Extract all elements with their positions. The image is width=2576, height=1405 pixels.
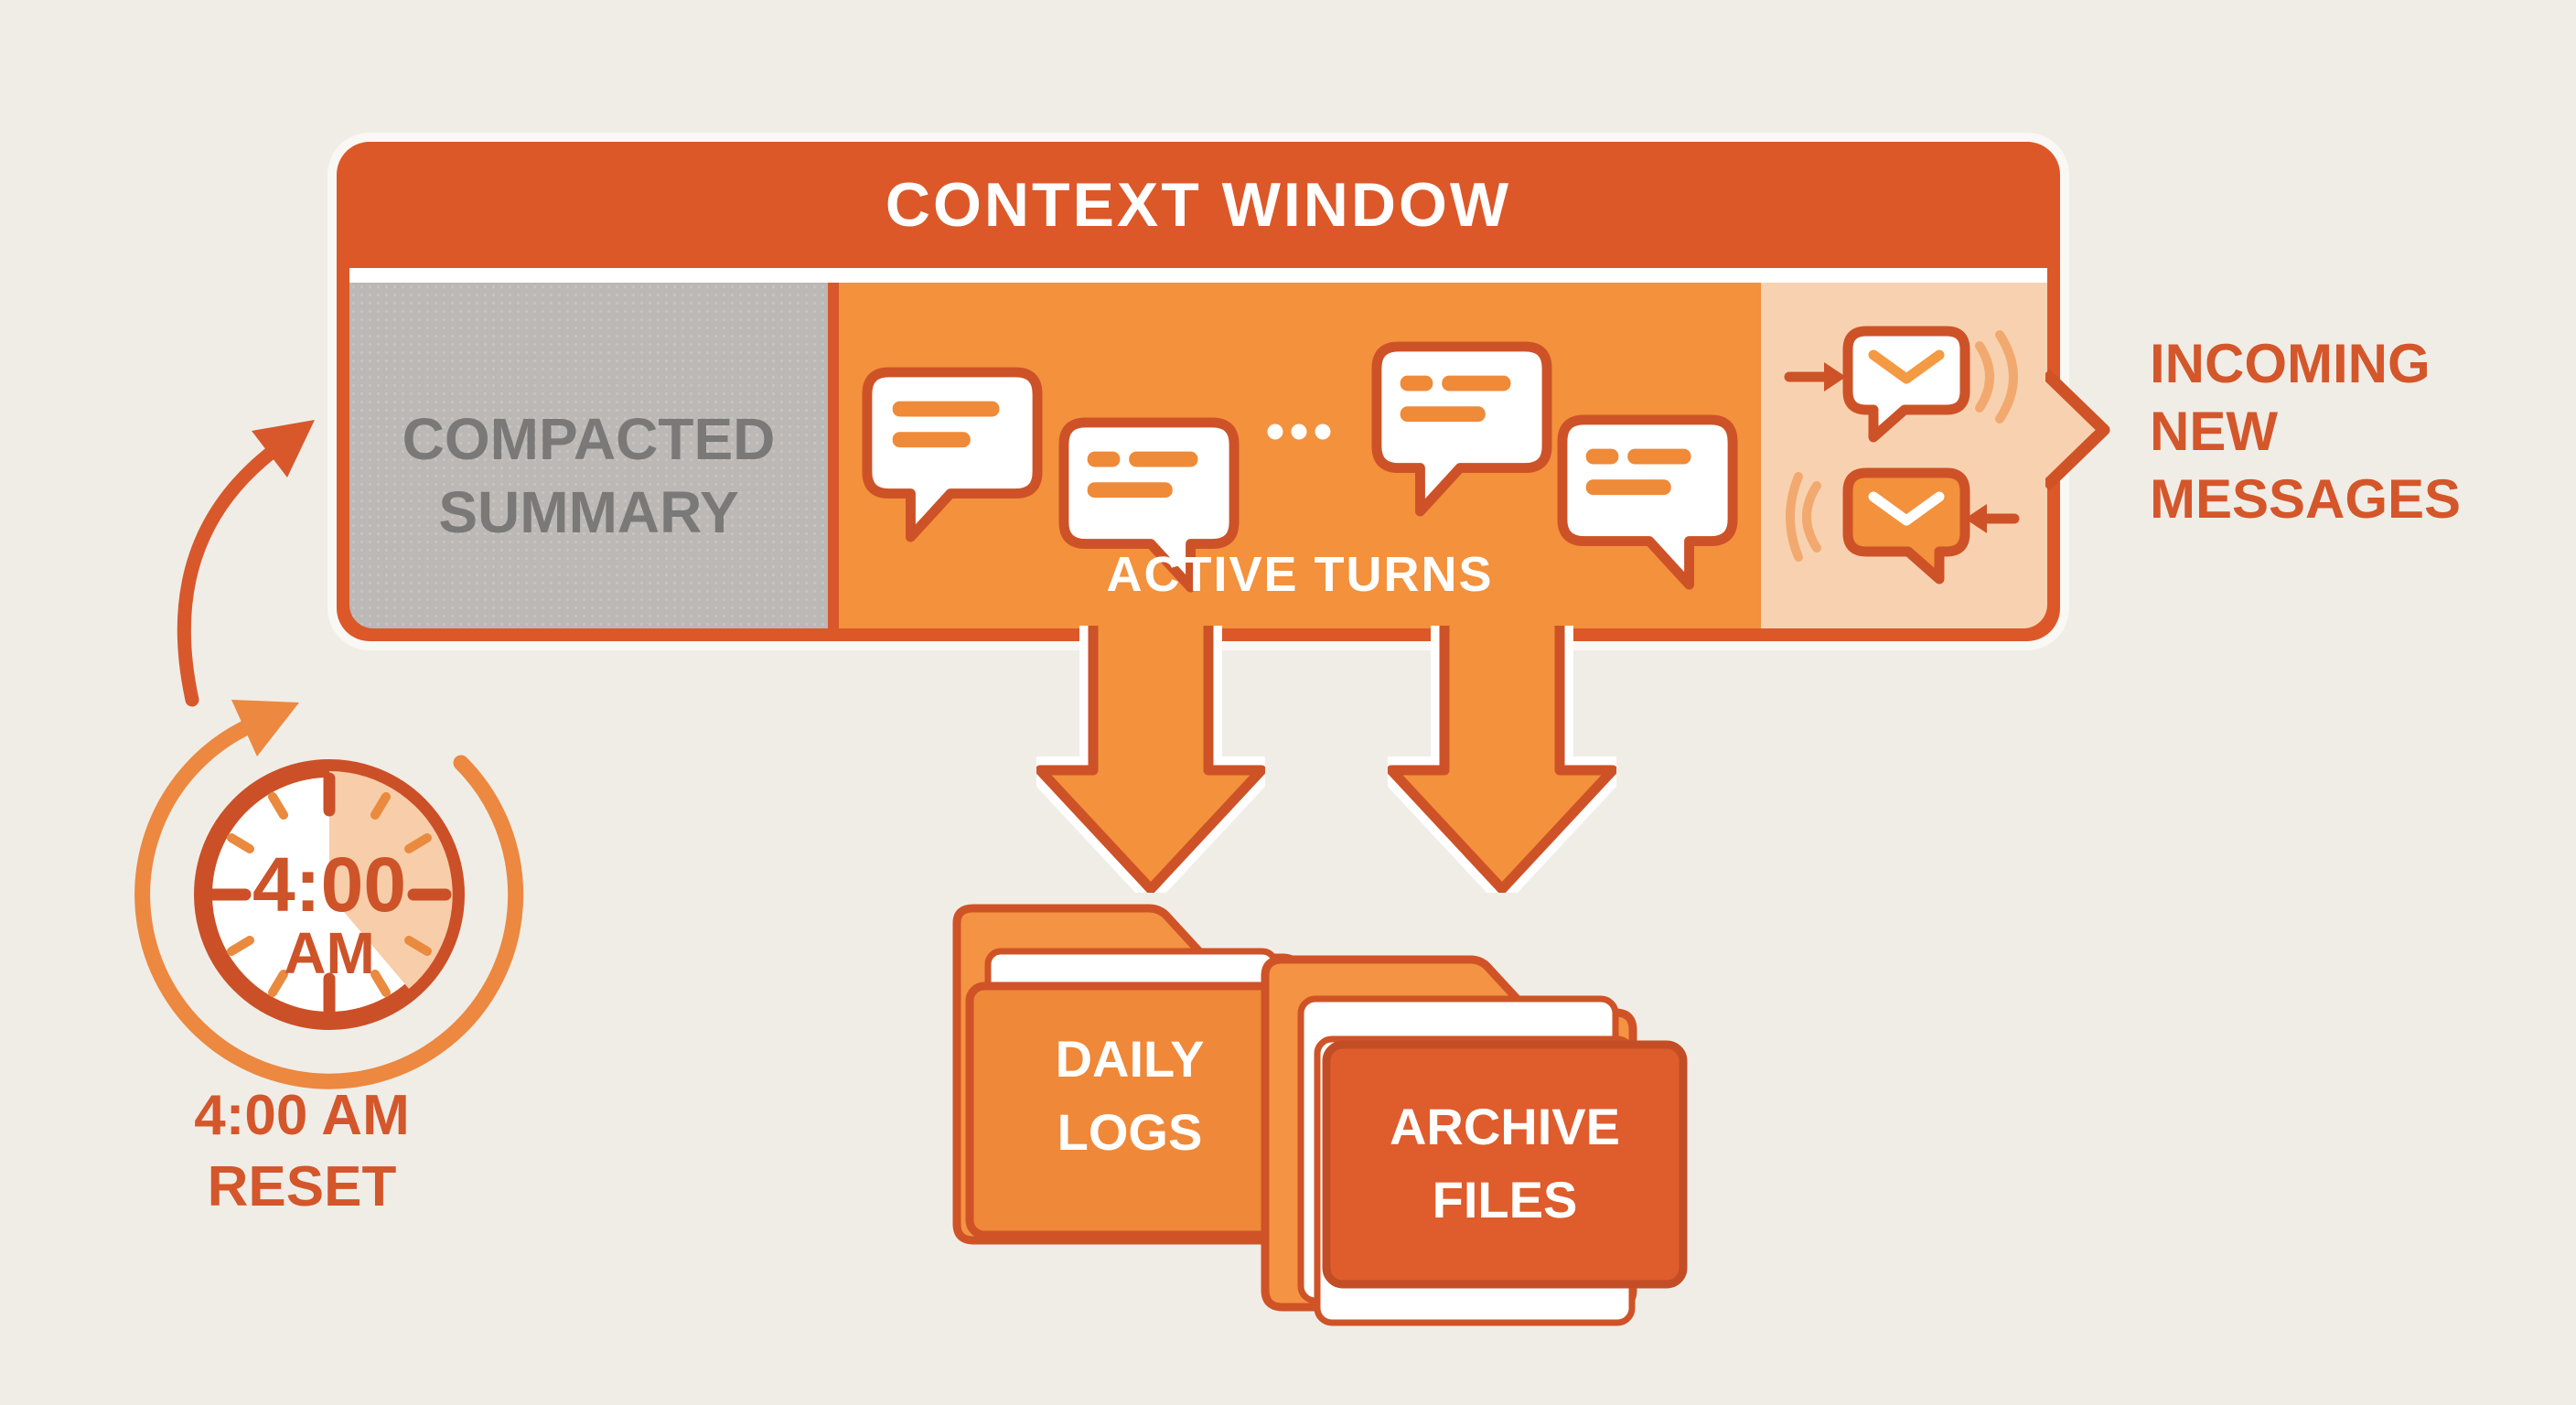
daily-logs-line: LOGS (1057, 1103, 1203, 1161)
incoming-messages-line: MESSAGES (2150, 468, 2462, 530)
archive-files-line: FILES (1432, 1171, 1578, 1228)
envelope-message-in-icon (1784, 326, 2018, 443)
down-arrow-icon (1036, 626, 1265, 893)
archive-files-label: ARCHIVE FILES (1326, 1090, 1683, 1237)
clock-refresh-arrow-head (231, 700, 299, 756)
archive-files-folder-icon (1261, 955, 1688, 1326)
folder-front (1322, 1040, 1688, 1289)
daily-logs-folder-icon (952, 904, 1304, 1245)
incoming-messages-line: NEW (2150, 401, 2278, 462)
archive-files-line: ARCHIVE (1389, 1098, 1621, 1155)
daily-logs-label: DAILY LOGS (970, 1023, 1290, 1169)
compacted-summary-label: COMPACTED (402, 406, 776, 472)
clock-time: 4:00 (252, 842, 406, 928)
incoming-buffer-panel (1761, 283, 2047, 628)
clock-cardinal-ticks (207, 772, 452, 1017)
chat-bubble-icon (862, 367, 1043, 542)
chat-bubble-icon (1058, 417, 1240, 593)
incoming-messages-line: INCOMING (2150, 333, 2431, 394)
context-window-title: CONTEXT WINDOW (885, 170, 1512, 240)
compacted-summary-label: SUMMARY (438, 479, 739, 545)
envelope-message-out-icon (1786, 467, 2020, 585)
context-window-box: CONTEXT WINDOW COMPACTED SUMMARY (337, 142, 2060, 641)
active-turns-label: ACTIVE TURNS (1106, 547, 1494, 602)
context-window-content: COMPACTED SUMMARY (349, 283, 2047, 628)
context-window-header: CONTEXT WINDOW (337, 142, 2060, 268)
down-arrow-icon (1388, 626, 1616, 893)
chat-bubble-icon (1371, 341, 1552, 517)
curved-arrow-head (252, 420, 315, 477)
reset-caption-line: RESET (207, 1155, 397, 1218)
ellipsis-dots-icon (1267, 424, 1331, 440)
clock-meridiem: AM (284, 920, 375, 986)
incoming-pointer-icon (2045, 369, 2110, 491)
clock-wedge (329, 771, 453, 989)
chat-bubble-icon (1557, 414, 1738, 590)
active-turns-panel: ACTIVE TURNS (839, 283, 1761, 628)
header-divider (349, 268, 2047, 283)
reset-caption-line: 4:00 AM (194, 1084, 410, 1147)
clock-icon: 4:00 AM (134, 700, 524, 1089)
incoming-messages-label: INCOMING NEW MESSAGES (2150, 330, 2534, 533)
clock-minor-ticks (227, 792, 432, 997)
curved-arrow-shaft (177, 443, 282, 707)
compacted-summary-panel: COMPACTED SUMMARY (349, 283, 839, 628)
clock-refresh-arc (134, 717, 524, 1089)
daily-logs-line: DAILY (1055, 1030, 1205, 1088)
reset-caption: 4:00 AM RESET (142, 1080, 462, 1223)
curved-arrow-icon (177, 420, 315, 707)
